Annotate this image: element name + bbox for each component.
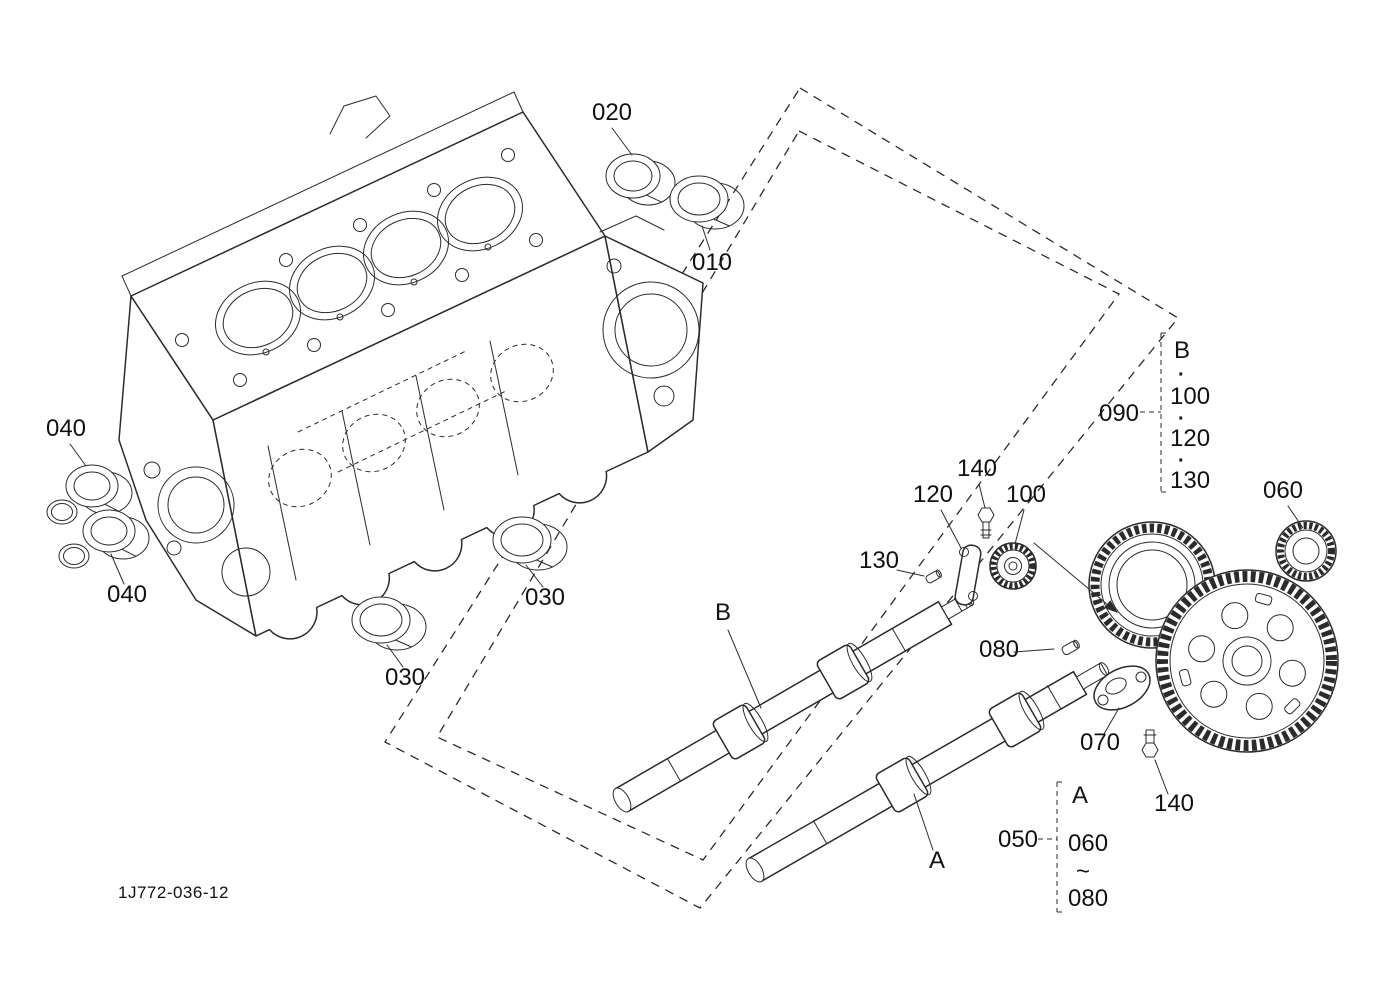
thrust-washer-lower (58, 543, 90, 569)
leader-lines (69, 127, 1304, 851)
boundary-inner (436, 130, 1120, 861)
callout-020: 020 (592, 99, 632, 126)
bolt-140-bottom (1141, 729, 1159, 758)
bearing-030-right (492, 516, 568, 571)
balancer-shaft-b (612, 592, 975, 813)
callout-050: 050 (998, 826, 1038, 853)
bracket-120 (954, 544, 982, 606)
callout-010: 010 (692, 249, 732, 276)
bearing-020 (605, 153, 676, 206)
callout-090: 090 (1099, 400, 1139, 427)
group-090-dot-3: · (1178, 450, 1185, 472)
callout-030-right: 030 (525, 584, 565, 611)
thrust-washer-upper (46, 499, 78, 525)
callout-140-top: 140 (957, 455, 997, 482)
callout-shaft-b: B (715, 599, 731, 626)
bolt-140-top (977, 507, 995, 539)
group-050-item-a: A (1072, 782, 1088, 809)
group-090-dot-1: · (1178, 364, 1185, 386)
callout-120: 120 (913, 481, 953, 508)
pin-080 (1061, 639, 1080, 656)
drawing-id: 1J772-036-12 (118, 883, 229, 902)
bearing-030-left (351, 596, 427, 651)
group-090-item-120: 120 (1170, 425, 1210, 452)
callout-130: 130 (859, 547, 899, 574)
callout-040-bottom: 040 (107, 581, 147, 608)
callout-shaft-a: A (929, 847, 945, 874)
retainer-plate-070 (1093, 665, 1151, 711)
callout-140-bottom: 140 (1154, 790, 1194, 817)
callout-070: 070 (1080, 729, 1120, 756)
balancer-gear-large (1155, 569, 1339, 753)
group-090-item-100: 100 (1170, 383, 1210, 410)
bearing-010 (669, 175, 745, 230)
group-050-item-080: 080 (1068, 885, 1108, 912)
callout-040-top: 040 (46, 415, 86, 442)
group-050-bracket (1038, 781, 1065, 913)
group-090-bracket (1140, 332, 1170, 493)
group-050-item-tilde: ~ (1076, 858, 1090, 885)
callout-060: 060 (1263, 477, 1303, 504)
bearing-040-lower (82, 509, 150, 560)
group-090-item-130: 130 (1170, 467, 1210, 494)
group-090-dot-2: · (1178, 408, 1185, 430)
callout-100: 100 (1006, 481, 1046, 508)
group-050-item-060: 060 (1068, 830, 1108, 857)
assembly-arrow (1033, 542, 1118, 613)
group-090-item-b: B (1174, 337, 1190, 364)
balancer-shaft-a (745, 662, 1110, 883)
callout-080: 080 (979, 636, 1019, 663)
engine-block (118, 91, 704, 640)
callout-030-left: 030 (385, 664, 425, 691)
gear-100 (989, 542, 1037, 590)
pin-130 (925, 569, 942, 584)
gear-060 (1275, 520, 1337, 582)
